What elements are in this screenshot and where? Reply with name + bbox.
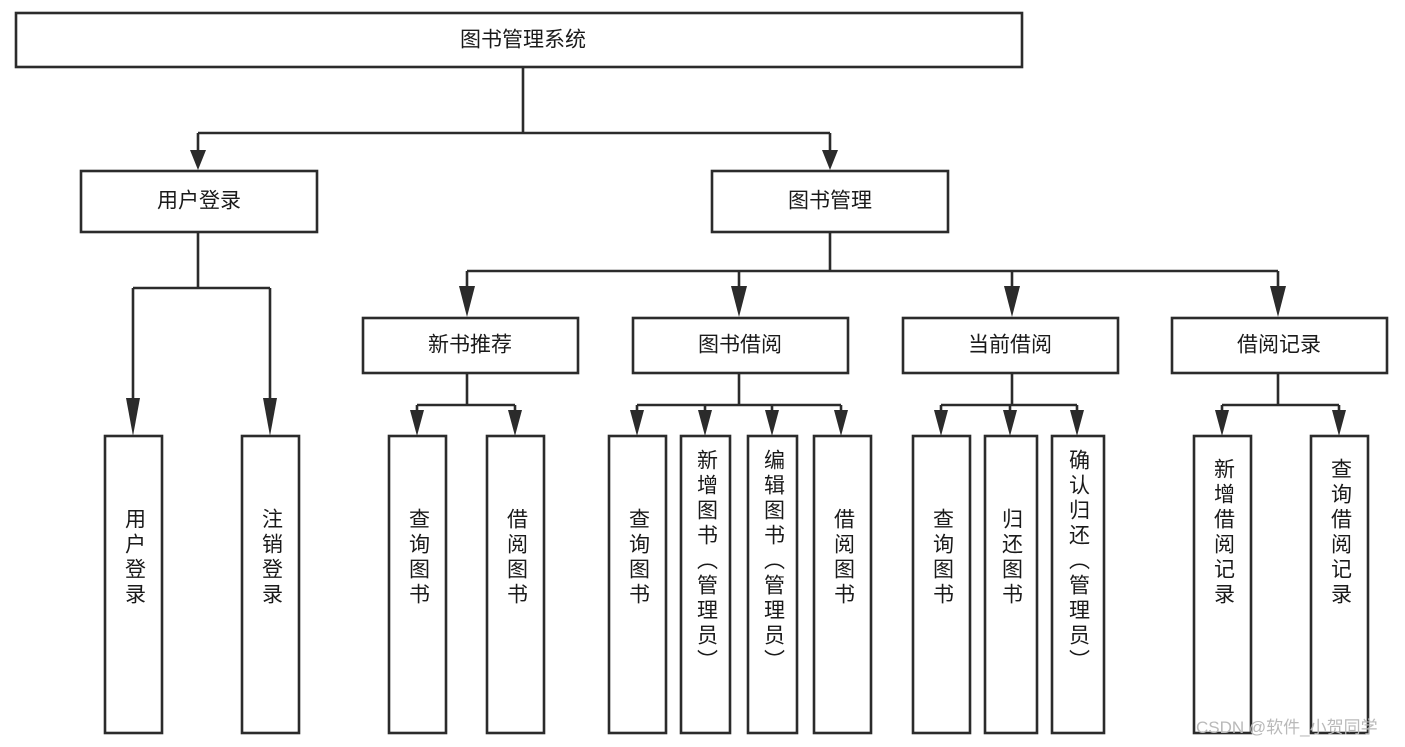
arrow-br-leaf-1	[1215, 410, 1229, 436]
node-leaf-logout-box[interactable]	[240, 434, 301, 735]
node-leaf-borrow-book-2-label: 借阅图书	[832, 508, 856, 608]
node-leaf-logout-label: 注销登录	[260, 508, 284, 608]
csdn-watermark: CSDN @软件_小贺同学	[1196, 718, 1378, 737]
node-current-borrow-box[interactable]	[901, 316, 1120, 375]
node-leaf-query-record-label: 查询借阅记录	[1329, 458, 1353, 608]
node-current-borrow-label: 当前借阅	[968, 334, 1052, 357]
arrow-bb-leaf-4	[834, 410, 848, 436]
arrow-bm-to-book-borrow	[731, 286, 747, 317]
node-book-borrow[interactable]: 图书借阅	[631, 316, 850, 375]
node-leaf-logout[interactable]: 注销登录	[240, 434, 301, 735]
arrow-user-login-leaf-1	[126, 398, 140, 436]
node-user-login-label: 用户登录	[157, 190, 241, 213]
node-book-manage-box[interactable]	[710, 169, 950, 234]
node-user-login-box[interactable]	[79, 169, 319, 234]
node-leaf-borrow-book-1[interactable]: 借阅图书	[485, 434, 546, 735]
node-book-manage[interactable]: 图书管理	[710, 169, 950, 234]
node-leaf-query-book-1-box[interactable]	[387, 434, 448, 735]
node-leaf-user-login-box[interactable]	[103, 434, 164, 735]
arrow-bm-to-borrow-record	[1270, 286, 1286, 317]
node-leaf-query-book-1-label: 查询图书	[407, 508, 431, 608]
node-leaf-edit-book-label: 编辑图书（管理员）	[762, 449, 786, 674]
node-leaf-confirm-return-box[interactable]	[1050, 434, 1106, 735]
node-user-login[interactable]: 用户登录	[79, 169, 319, 234]
node-leaf-query-record[interactable]: 查询借阅记录	[1309, 434, 1370, 735]
node-leaf-confirm-return[interactable]: 确认归还（管理员）	[1050, 434, 1106, 735]
arrow-bm-to-current-borrow	[1004, 286, 1020, 317]
node-leaf-query-book-2[interactable]: 查询图书	[607, 434, 668, 735]
node-leaf-return-book-label: 归还图书	[1000, 508, 1024, 608]
arrow-cb-leaf-1	[934, 410, 948, 436]
node-book-borrow-box[interactable]	[631, 316, 850, 375]
arrow-bb-leaf-3	[765, 410, 779, 436]
node-root-box[interactable]	[14, 11, 1024, 69]
node-leaf-query-book-2-box[interactable]	[607, 434, 668, 735]
node-leaf-query-book-1[interactable]: 查询图书	[387, 434, 448, 735]
node-leaf-query-book-3[interactable]: 查询图书	[911, 434, 972, 735]
node-leaf-add-book-box[interactable]	[679, 434, 732, 735]
node-leaf-borrow-book-2-box[interactable]	[812, 434, 873, 735]
arrow-nbr-leaf-2	[508, 410, 522, 436]
node-leaf-return-book[interactable]: 归还图书	[983, 434, 1039, 735]
node-new-book-rec-box[interactable]	[361, 316, 580, 375]
node-borrow-record-label: 借阅记录	[1237, 334, 1321, 357]
node-leaf-user-login[interactable]: 用户登录	[103, 434, 164, 735]
node-leaf-add-book-label: 新增图书（管理员）	[695, 449, 719, 674]
arrow-cb-leaf-3	[1070, 410, 1084, 436]
arrow-nbr-leaf-1	[410, 410, 424, 436]
node-borrow-record[interactable]: 借阅记录	[1170, 316, 1389, 375]
node-leaf-query-book-3-label: 查询图书	[931, 508, 955, 608]
arrow-cb-leaf-2	[1003, 410, 1017, 436]
connector-layer	[126, 67, 1346, 436]
node-root-label: 图书管理系统	[460, 29, 586, 52]
node-leaf-borrow-book-1-label: 借阅图书	[505, 508, 529, 608]
node-leaf-return-book-box[interactable]	[983, 434, 1039, 735]
node-leaf-add-record-label: 新增借阅记录	[1212, 458, 1236, 608]
arrow-bb-leaf-1	[630, 410, 644, 436]
node-borrow-record-box[interactable]	[1170, 316, 1389, 375]
arrow-bb-leaf-2	[698, 410, 712, 436]
arrow-bm-to-new-book-rec	[459, 286, 475, 317]
node-book-manage-label: 图书管理	[788, 190, 872, 213]
arrow-root-to-user-login	[190, 150, 206, 170]
node-leaf-add-record[interactable]: 新增借阅记录	[1192, 434, 1253, 735]
node-leaf-user-login-label: 用户登录	[123, 508, 147, 608]
node-leaf-add-book[interactable]: 新增图书（管理员）	[679, 434, 732, 735]
node-leaf-query-book-2-label: 查询图书	[627, 508, 651, 608]
arrow-user-login-leaf-2	[263, 398, 277, 436]
node-new-book-rec[interactable]: 新书推荐	[361, 316, 580, 375]
arrow-root-to-book-manage	[822, 150, 838, 170]
node-leaf-query-record-box[interactable]	[1309, 434, 1370, 735]
node-new-book-rec-label: 新书推荐	[428, 334, 512, 357]
node-leaf-add-record-box[interactable]	[1192, 434, 1253, 735]
node-leaf-borrow-book-1-box[interactable]	[485, 434, 546, 735]
node-leaf-borrow-book-2[interactable]: 借阅图书	[812, 434, 873, 735]
node-current-borrow[interactable]: 当前借阅	[901, 316, 1120, 375]
node-root[interactable]: 图书管理系统	[14, 11, 1024, 69]
node-leaf-query-book-3-box[interactable]	[911, 434, 972, 735]
arrow-br-leaf-2	[1332, 410, 1346, 436]
node-book-borrow-label: 图书借阅	[698, 334, 782, 357]
node-leaf-edit-book[interactable]: 编辑图书（管理员）	[746, 434, 799, 735]
node-leaf-confirm-return-label: 确认归还（管理员）	[1067, 449, 1091, 674]
node-leaf-edit-book-box[interactable]	[746, 434, 799, 735]
